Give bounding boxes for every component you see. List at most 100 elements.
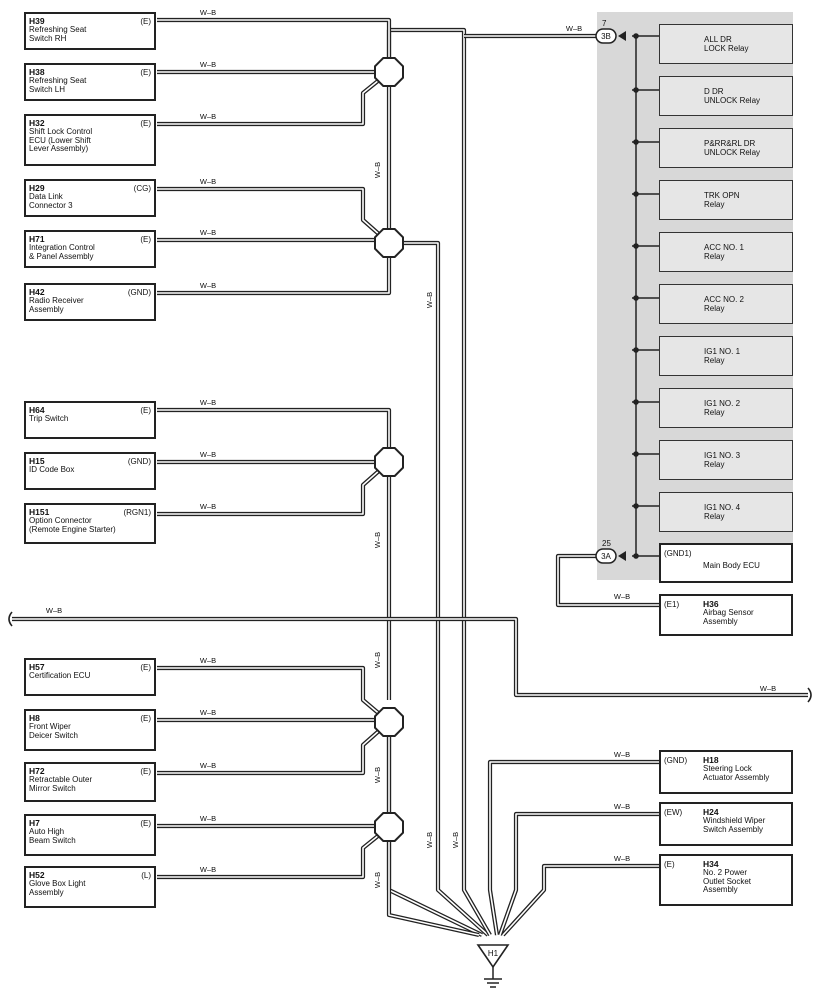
wire-h39-core — [157, 19, 390, 72]
connector-3a — [595, 548, 617, 564]
component-pin: (L) — [141, 871, 151, 880]
wire-label: W–B — [200, 281, 216, 290]
component-name: Data Link Connector 3 — [29, 192, 73, 210]
component-pin: (E) — [140, 767, 151, 776]
relay-ig1-no3: IG1 NO. 3 Relay — [659, 440, 793, 480]
component-code: H29 — [29, 183, 45, 193]
splice-1 — [374, 57, 404, 87]
relay-name: IG1 NO. 2 Relay — [704, 399, 741, 417]
wire-h18-core — [489, 761, 659, 936]
component-h39: H39 Refreshing Seat Switch RH (E) — [24, 12, 156, 50]
wire-h64-core — [157, 409, 390, 462]
component-pin: (RGN1) — [123, 508, 151, 517]
component-h34: (E) H34 No. 2 Power Outlet Socket Assemb… — [659, 854, 793, 906]
relay-acc-no2: ACC NO. 2 Relay — [659, 284, 793, 324]
splice-5 — [374, 812, 404, 842]
wire-h52 — [157, 825, 391, 880]
wire-h32 — [157, 70, 391, 127]
relay-trk-opn: TRK OPN Relay — [659, 180, 793, 220]
component-h72: H72 Retractable Outer Mirror Switch (E) — [24, 762, 156, 802]
wire-label: W–B — [373, 652, 382, 668]
component-code: H57 — [29, 662, 45, 672]
component-name: Glove Box Light Assembly — [29, 879, 86, 897]
main-body-ecu: (GND1) Main Body ECU — [659, 543, 793, 583]
component-h8: H8 Front Wiper Deicer Switch (E) — [24, 709, 156, 751]
component-pin: (CG) — [133, 184, 151, 193]
component-code: H39 — [29, 16, 45, 26]
component-h32: H32 Shift Lock Control ECU (Lower Shift … — [24, 114, 156, 166]
component-name: Retractable Outer Mirror Switch — [29, 775, 93, 793]
wire-label: W–B — [614, 802, 630, 811]
break-mark-right — [807, 687, 812, 703]
wire-h57-core — [157, 667, 390, 723]
wire-h32-core — [157, 71, 390, 125]
component-code: H52 — [29, 870, 45, 880]
wire-label: W–B — [200, 8, 216, 17]
component-h151: H151 Option Connector (Remote Engine Sta… — [24, 503, 156, 544]
component-h24: (EW) H24 Windshield Wiper Switch Assembl… — [659, 802, 793, 846]
relay-ig1-no1: IG1 NO. 1 Relay — [659, 336, 793, 376]
component-pin: (E) — [140, 714, 151, 723]
relay-ig1-no2: IG1 NO. 2 Relay — [659, 388, 793, 428]
splice-4 — [374, 707, 404, 737]
component-pin: (E) — [140, 17, 151, 26]
wire-label: W–B — [614, 750, 630, 759]
wire-h72-core — [157, 721, 390, 774]
connector-3b-pin: 7 — [602, 19, 607, 28]
relay-name: IG1 NO. 1 Relay — [704, 347, 741, 365]
component-code: H151 — [29, 507, 50, 517]
component-h71: H71 Integration Control & Panel Assembly… — [24, 230, 156, 268]
component-pin: (E) — [140, 663, 151, 672]
component-name: Steering Lock Actuator Assembly — [703, 764, 770, 782]
junction-dot — [633, 33, 639, 39]
component-pin: (GND) — [127, 457, 151, 466]
junction-dot — [633, 503, 639, 509]
component-code: H36 — [703, 599, 719, 609]
wire-label: W–B — [200, 450, 216, 459]
relay-ig1-no4: IG1 NO. 4 Relay — [659, 492, 793, 532]
connector-3b — [595, 28, 617, 44]
splice-2 — [374, 228, 404, 258]
relay-name: ALL DR LOCK Relay — [704, 35, 749, 53]
wire-label: W–B — [200, 112, 216, 121]
junction-dot — [633, 139, 639, 145]
component-pin: (GND) — [127, 288, 151, 297]
relay-p-rr-rl-dr-unlock: P&RR&RL DR UNLOCK Relay — [659, 128, 793, 168]
component-name: No. 2 Power Outlet Socket Assembly — [703, 868, 752, 894]
junction-dot — [633, 243, 639, 249]
component-pin: (E) — [140, 406, 151, 415]
relay-acc-no1: ACC NO. 1 Relay — [659, 232, 793, 272]
wire-h52-core — [157, 826, 390, 878]
component-code: H38 — [29, 67, 45, 77]
wire-h57 — [157, 665, 391, 724]
wire-label: W–B — [566, 24, 582, 33]
wire-h42 — [157, 243, 392, 296]
component-h15: H15 ID Code Box (GND) — [24, 452, 156, 490]
junction-dot — [633, 191, 639, 197]
component-h7: H7 Auto High Beam Switch (E) — [24, 814, 156, 856]
wire-label: W–B — [425, 832, 434, 848]
relay-name: ACC NO. 1 Relay — [704, 243, 745, 261]
component-code: H18 — [703, 755, 719, 765]
component-name: Front Wiper Deicer Switch — [29, 722, 78, 740]
junction-dot — [633, 451, 639, 457]
wire-label: W–B — [614, 854, 630, 863]
component-name: ID Code Box — [29, 465, 75, 474]
wire-h24-core — [499, 813, 659, 936]
wire-h72 — [157, 720, 391, 776]
splice-3 — [374, 447, 404, 477]
connector-3b-label: 3B — [601, 32, 611, 41]
connector-3a-arrow — [618, 551, 626, 561]
component-pin: (E) — [140, 68, 151, 77]
wire-label: W–B — [373, 162, 382, 178]
ground-triangle — [476, 944, 510, 969]
relay-all-dr-lock: ALL DR LOCK Relay — [659, 24, 793, 64]
junction-dot — [633, 347, 639, 353]
wire-label: W–B — [200, 177, 216, 186]
wire-h24 — [498, 811, 659, 936]
wire-label: W–B — [373, 872, 382, 888]
component-name: Refreshing Seat Switch RH — [29, 25, 87, 43]
component-name: Integration Control & Panel Assembly — [29, 243, 95, 261]
component-h57: H57 Certification ECU (E) — [24, 658, 156, 696]
junction-dot — [633, 399, 639, 405]
